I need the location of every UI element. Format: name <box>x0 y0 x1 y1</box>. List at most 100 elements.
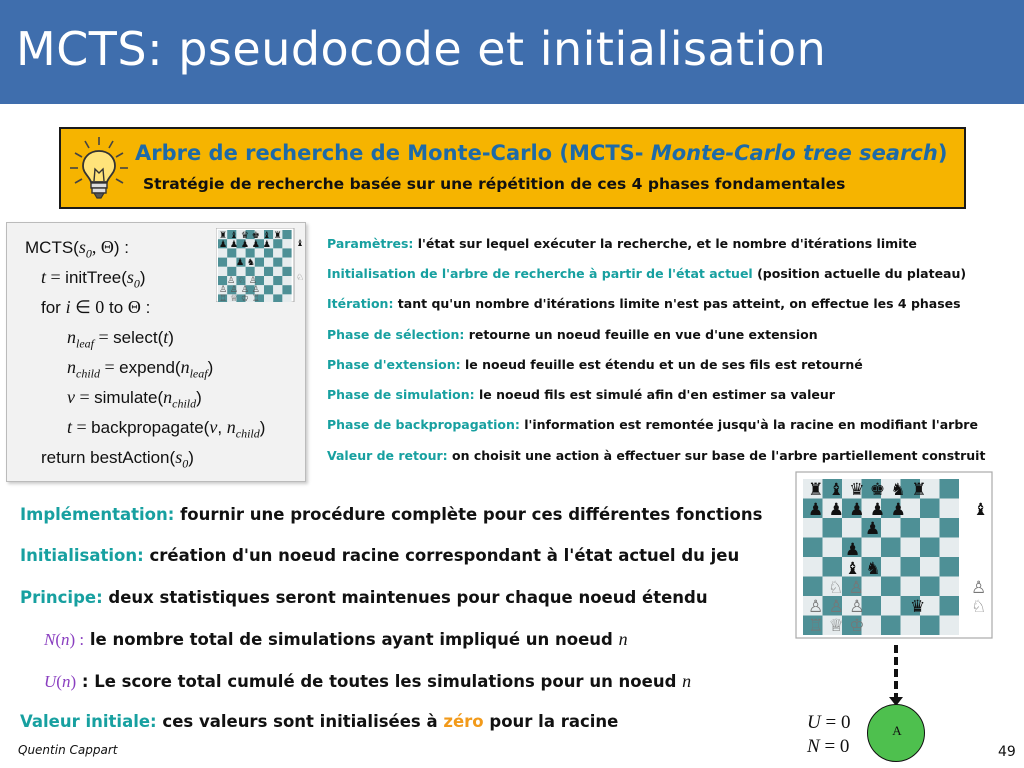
board-square <box>822 576 842 596</box>
board-square <box>861 615 881 635</box>
chessboard-icon: ♜ ♝ ♛ ♚ ♝ ♜ ♟ ♟ ♟ ♟ ♟ ♟ ♞ ♙ ♘ ♙ ♙ ♙ ♙ ♙ … <box>216 228 304 302</box>
board-square <box>218 257 228 267</box>
board-square <box>861 498 881 518</box>
board-square <box>881 557 901 577</box>
svg-text:♟ ♟ ♟ ♟ ♟: ♟ ♟ ♟ ♟ ♟ <box>219 240 271 250</box>
svg-text:♛: ♛ <box>910 597 925 617</box>
board-square <box>842 537 862 557</box>
board-square <box>236 248 246 258</box>
board-square <box>245 285 255 295</box>
board-square <box>803 576 823 596</box>
board-square <box>939 557 959 577</box>
tree-edge-arrowhead <box>889 697 903 706</box>
board-square <box>803 596 823 616</box>
svg-text:♙ ♙ ♙ ♙: ♙ ♙ ♙ ♙ <box>219 285 260 295</box>
board-square <box>218 266 228 276</box>
board-square <box>861 518 881 538</box>
board-square <box>264 285 274 295</box>
svg-text:♝: ♝ <box>973 500 988 520</box>
svg-text:♟ ♞: ♟ ♞ <box>236 258 255 268</box>
svg-text:♘ ♙: ♘ ♙ <box>828 578 864 598</box>
board-square <box>822 596 842 616</box>
board-square <box>881 498 901 518</box>
board-square <box>803 518 823 538</box>
board-square <box>803 557 823 577</box>
board-square <box>218 294 228 302</box>
line-valeur-initiale: Valeur initiale: ces valeurs sont initia… <box>20 712 619 731</box>
svg-text:♜ ♝ ♛ ♚ ♝ ♜: ♜ ♝ ♛ ♚ ♝ ♜ <box>219 231 282 241</box>
code-line-6: v = simulate(nchild) <box>67 387 202 411</box>
board-square <box>803 537 823 557</box>
board-square <box>254 257 264 267</box>
desc-parametres: Paramètres: l'état sur lequel exécuter l… <box>327 236 917 251</box>
svg-text:♝ ♞: ♝ ♞ <box>845 559 881 579</box>
board-square <box>218 230 228 240</box>
board-square <box>245 257 255 267</box>
board-square <box>822 615 842 635</box>
board-square <box>245 294 255 302</box>
board-square <box>245 248 255 258</box>
board-square <box>264 248 274 258</box>
callout-title: Arbre de recherche de Monte-Carlo (MCTS-… <box>135 141 948 165</box>
definition-callout: Arbre de recherche de Monte-Carlo (MCTS-… <box>59 127 966 209</box>
board-square <box>842 479 862 499</box>
slide-title: MCTS: pseudocode et initialisation <box>16 22 827 76</box>
root-node-label: A <box>892 723 902 738</box>
board-square <box>236 266 246 276</box>
desc-valeur-retour: Valeur de retour: on choisit une action … <box>327 448 986 463</box>
code-line-3: for i ∈ 0 to Θ : <box>41 297 151 317</box>
board-square <box>245 230 255 240</box>
board-square <box>264 230 274 240</box>
code-line-8: return bestAction(s0) <box>41 447 194 471</box>
board-square <box>822 518 842 538</box>
board-square <box>254 285 264 295</box>
line-initialisation: Initialisation: création d'un noeud raci… <box>20 546 740 565</box>
board-square <box>881 479 901 499</box>
board-square <box>254 266 264 276</box>
board-square <box>254 276 264 286</box>
author: Quentin Cappart <box>18 743 118 757</box>
title-bar: MCTS: pseudocode et initialisation <box>0 0 1024 104</box>
board-square <box>900 479 920 499</box>
board-square <box>273 276 283 286</box>
board-square <box>939 498 959 518</box>
desc-simulation: Phase de simulation: le noeud fils est s… <box>327 387 835 402</box>
root-node: A <box>867 704 925 762</box>
board-square <box>227 230 237 240</box>
board-square <box>227 239 237 249</box>
board-square <box>282 294 292 302</box>
line-stat-u: U(n) : Le score total cumulé de toutes l… <box>44 671 692 691</box>
board-square <box>236 230 246 240</box>
board-square <box>273 266 283 276</box>
board-square <box>900 518 920 538</box>
svg-text:♙ ♙ ♙: ♙ ♙ ♙ <box>808 597 865 617</box>
board-square <box>218 248 228 258</box>
page-number: 49 <box>998 744 1016 760</box>
board-square <box>861 557 881 577</box>
board-square <box>842 576 862 596</box>
board-square <box>822 498 842 518</box>
board-square <box>264 276 274 286</box>
board-square <box>900 537 920 557</box>
board-square <box>227 248 237 258</box>
board-square <box>920 479 940 499</box>
board-square <box>881 596 901 616</box>
board-square <box>822 479 842 499</box>
board-square <box>920 537 940 557</box>
board-square <box>273 257 283 267</box>
board-square <box>227 257 237 267</box>
board-square <box>900 576 920 596</box>
svg-text:♖ ♕ ♔: ♖ ♕ ♔ <box>808 616 865 636</box>
line-principe: Principe: deux statistiques seront maint… <box>20 588 708 607</box>
svg-text:♖ ♕ ♔ ♖: ♖ ♕ ♔ ♖ <box>219 294 260 302</box>
desc-backpropagation: Phase de backpropagation: l'information … <box>327 417 978 432</box>
board-square <box>254 248 264 258</box>
callout-subtitle: Stratégie de recherche basée sur une rép… <box>143 175 846 193</box>
board-square <box>282 276 292 286</box>
board-square <box>227 285 237 295</box>
board-square <box>264 257 274 267</box>
board-square <box>282 257 292 267</box>
board-square <box>273 285 283 295</box>
svg-text:♟ ♟ ♟ ♟ ♟: ♟ ♟ ♟ ♟ ♟ <box>808 500 906 520</box>
board-square <box>236 285 246 295</box>
